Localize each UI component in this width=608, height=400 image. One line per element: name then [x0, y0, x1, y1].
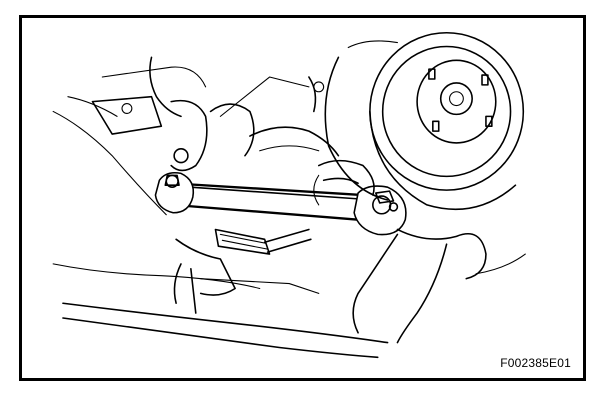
illustration-frame: F002385E01 — [19, 15, 586, 381]
shock-absorber — [173, 228, 320, 314]
underbody-frame-lines — [52, 66, 389, 359]
upper-link-lines — [249, 76, 340, 157]
figure-id-label: F002385E01 — [500, 356, 571, 370]
body-mount-bracket — [91, 56, 310, 172]
lateral-control-rod — [154, 171, 407, 236]
axle-beam — [313, 159, 526, 344]
suspension-line-art — [52, 31, 526, 359]
brake-drum — [324, 31, 525, 211]
